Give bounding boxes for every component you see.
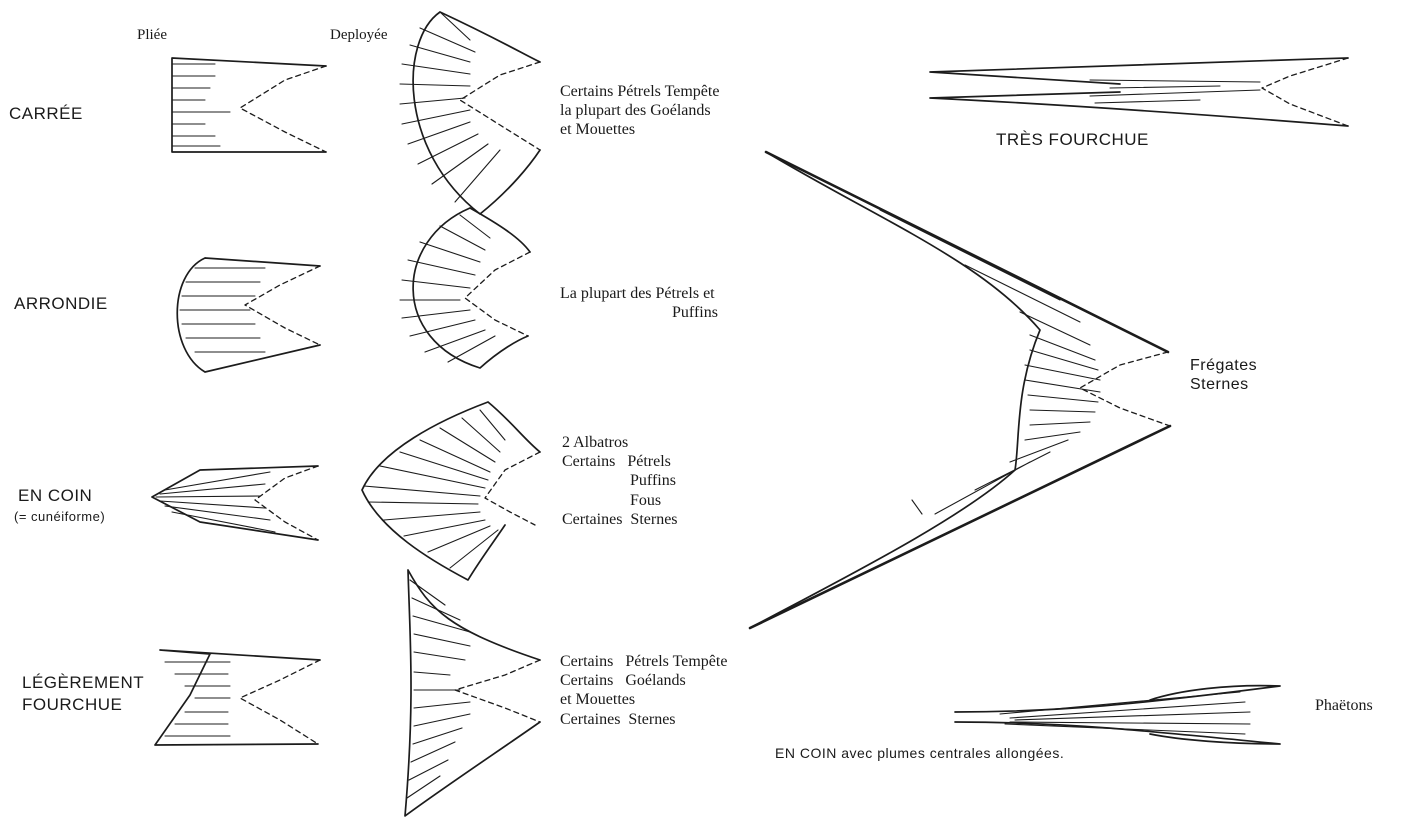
category-slightly-forked-line2: FOURCHUE: [22, 695, 122, 715]
very-forked-folded-tail-drawing: [930, 58, 1348, 126]
wedge-folded-tail-drawing: [152, 466, 318, 540]
deeply-forked-spread-tail-drawing: [750, 152, 1170, 628]
category-wedge-long-central: EN COIN avec plumes centrales allongées.: [775, 745, 1064, 762]
category-rounded: ARRONDIE: [14, 294, 108, 314]
spread-column-header: Deployée: [330, 26, 387, 44]
slightly-forked-folded-tail-drawing: [155, 650, 320, 745]
category-very-forked: TRÈS FOURCHUE: [996, 130, 1149, 150]
rounded-folded-tail-drawing: [177, 258, 320, 372]
species-slightly-forked: Certains Pétrels Tempête Certains Goélan…: [560, 652, 727, 729]
category-wedge-note: (= cunéiforme): [14, 509, 105, 525]
folded-column-header: Pliée: [137, 26, 167, 44]
species-square: Certains Pétrels Tempête la plupart des …: [560, 82, 719, 140]
species-tropicbirds: Phaëtons: [1315, 696, 1373, 715]
square-folded-tail-drawing: [172, 58, 326, 152]
square-spread-tail-drawing: [400, 12, 540, 214]
category-square: CARRÉE: [9, 104, 83, 124]
category-slightly-forked-line1: LÉGÈREMENT: [22, 673, 144, 693]
tropicbird-tail-drawing: [955, 686, 1280, 744]
species-rounded: La plupart des Pétrels et Puffins: [560, 284, 718, 322]
wedge-spread-tail-drawing: [362, 402, 540, 580]
category-wedge: EN COIN: [18, 486, 92, 506]
species-wedge: 2 Albatros Certains Pétrels Puffins Fous…: [562, 433, 678, 529]
slightly-forked-spread-tail-drawing: [405, 570, 540, 816]
species-very-forked: Frégates Sternes: [1190, 356, 1257, 394]
rounded-spread-tail-drawing: [400, 208, 530, 368]
